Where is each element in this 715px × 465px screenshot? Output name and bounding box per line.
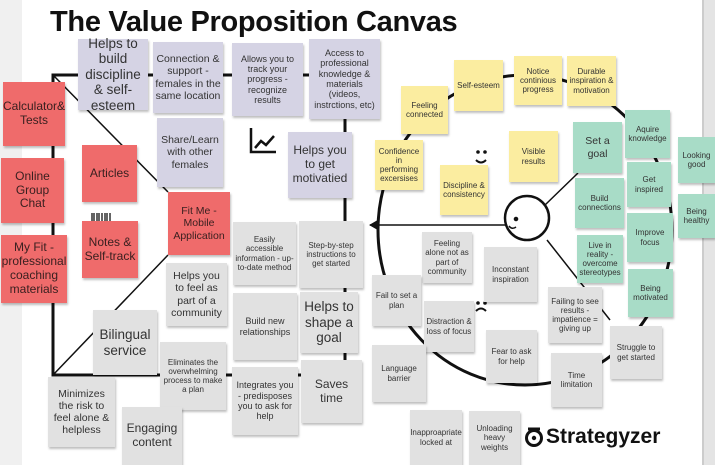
product-note[interactable]: My Fit - professional coaching materials bbox=[1, 235, 67, 303]
job-note[interactable]: Get inspired bbox=[627, 162, 671, 207]
gain-creator-note[interactable]: Helps to build discipline & self-esteem bbox=[78, 36, 148, 113]
strategyzer-logo-icon bbox=[525, 427, 543, 447]
pain-reliever-note[interactable]: Eliminates the overwhelming process to m… bbox=[160, 342, 226, 410]
pain-note[interactable]: Time limitation bbox=[551, 353, 602, 407]
strategyzer-logo-text: Strategyzer bbox=[546, 425, 661, 448]
pain-reliever-note[interactable]: Engaging content bbox=[122, 407, 182, 465]
growth-chart-icon bbox=[249, 128, 276, 154]
pain-reliever-note[interactable]: Saves time bbox=[301, 360, 362, 423]
job-note[interactable]: Aquire knowledge bbox=[625, 110, 670, 158]
frown-icon bbox=[475, 307, 487, 312]
product-note[interactable]: Online Group Chat bbox=[1, 158, 64, 223]
product-note[interactable]: Articles bbox=[82, 145, 137, 202]
job-note[interactable]: Looking good bbox=[678, 137, 715, 183]
job-note[interactable]: Live in reality - overcome stereotypes bbox=[577, 235, 623, 283]
pain-note[interactable]: Failing to see results - impatience = gi… bbox=[548, 287, 602, 343]
gain-note[interactable]: Discipline & consistency bbox=[440, 165, 488, 215]
pain-reliever-note[interactable]: Build new relationships bbox=[233, 293, 297, 360]
pain-note[interactable]: Language barrier bbox=[372, 345, 426, 402]
product-note[interactable]: Calculator& Tests bbox=[3, 82, 65, 146]
strategyzer-logo: Strategyzer bbox=[524, 425, 660, 449]
pain-reliever-note[interactable]: Easily accessible information - up-to-da… bbox=[233, 222, 296, 285]
page-title: The Value Proposition Canvas bbox=[50, 6, 458, 38]
gain-creator-note[interactable]: Allows you to track your progress - reco… bbox=[232, 43, 303, 116]
gain-note[interactable]: Durable inspiration & motivation bbox=[567, 56, 616, 106]
pain-note[interactable]: Distraction & loss of focus bbox=[424, 301, 474, 352]
gain-note[interactable]: Feeling connected bbox=[401, 86, 448, 134]
gain-creator-note[interactable]: Helps you to get motivatied bbox=[288, 132, 352, 198]
barcode-icon bbox=[91, 213, 111, 221]
job-note[interactable]: Improve focus bbox=[627, 213, 673, 262]
pain-note[interactable]: Unloading heavy weights bbox=[469, 411, 520, 465]
pain-note[interactable]: Struggle to get started bbox=[610, 326, 662, 379]
smile-icon bbox=[475, 159, 487, 164]
pain-reliever-note[interactable]: Bilingual service bbox=[93, 310, 157, 375]
gain-creator-note[interactable]: Access to professional knowledge & mater… bbox=[309, 39, 380, 119]
gain-note[interactable]: Confidence in performing excersises bbox=[375, 140, 423, 190]
product-note[interactable]: Fit Me - Mobile Application bbox=[168, 192, 230, 255]
pain-reliever-note[interactable]: Helps to shape a goal bbox=[300, 292, 358, 353]
gain-note[interactable]: Notice continious progress bbox=[514, 56, 562, 105]
arrow-head-icon bbox=[368, 220, 378, 230]
product-note[interactable]: Notes & Self-track bbox=[82, 221, 138, 278]
gain-note[interactable]: Visible results bbox=[509, 131, 558, 182]
pain-note[interactable]: Inapproapriate locked at bbox=[410, 410, 462, 465]
job-note[interactable]: Build connections bbox=[575, 178, 624, 228]
pain-note[interactable]: Inconstant inspiration bbox=[484, 247, 537, 302]
pain-note[interactable]: Fail to set a plan bbox=[372, 275, 421, 326]
pain-reliever-note[interactable]: Step-by-step instructions to get started bbox=[299, 221, 363, 288]
job-note[interactable]: Being healthy bbox=[678, 194, 715, 238]
job-note[interactable]: Being motivated bbox=[628, 269, 673, 317]
customer-face-icon bbox=[503, 194, 551, 242]
gain-creator-note[interactable]: Share/Learn with other females bbox=[157, 118, 223, 187]
pain-reliever-note[interactable]: Minimizes the risk to feel alone & helpl… bbox=[48, 377, 115, 447]
job-note[interactable]: Set a goal bbox=[573, 122, 622, 173]
pain-note[interactable]: Fear to ask for help bbox=[486, 330, 537, 383]
pain-reliever-note[interactable]: Integrates you - predisposes you to ask … bbox=[232, 367, 298, 435]
gain-note[interactable]: Self-esteem bbox=[454, 60, 503, 111]
gain-creator-note[interactable]: Connection & support - females in the sa… bbox=[153, 42, 223, 113]
pain-note[interactable]: Feeling alone not as part of community bbox=[422, 232, 472, 283]
pain-reliever-note[interactable]: Helps you to feel as part of a community bbox=[166, 263, 227, 326]
